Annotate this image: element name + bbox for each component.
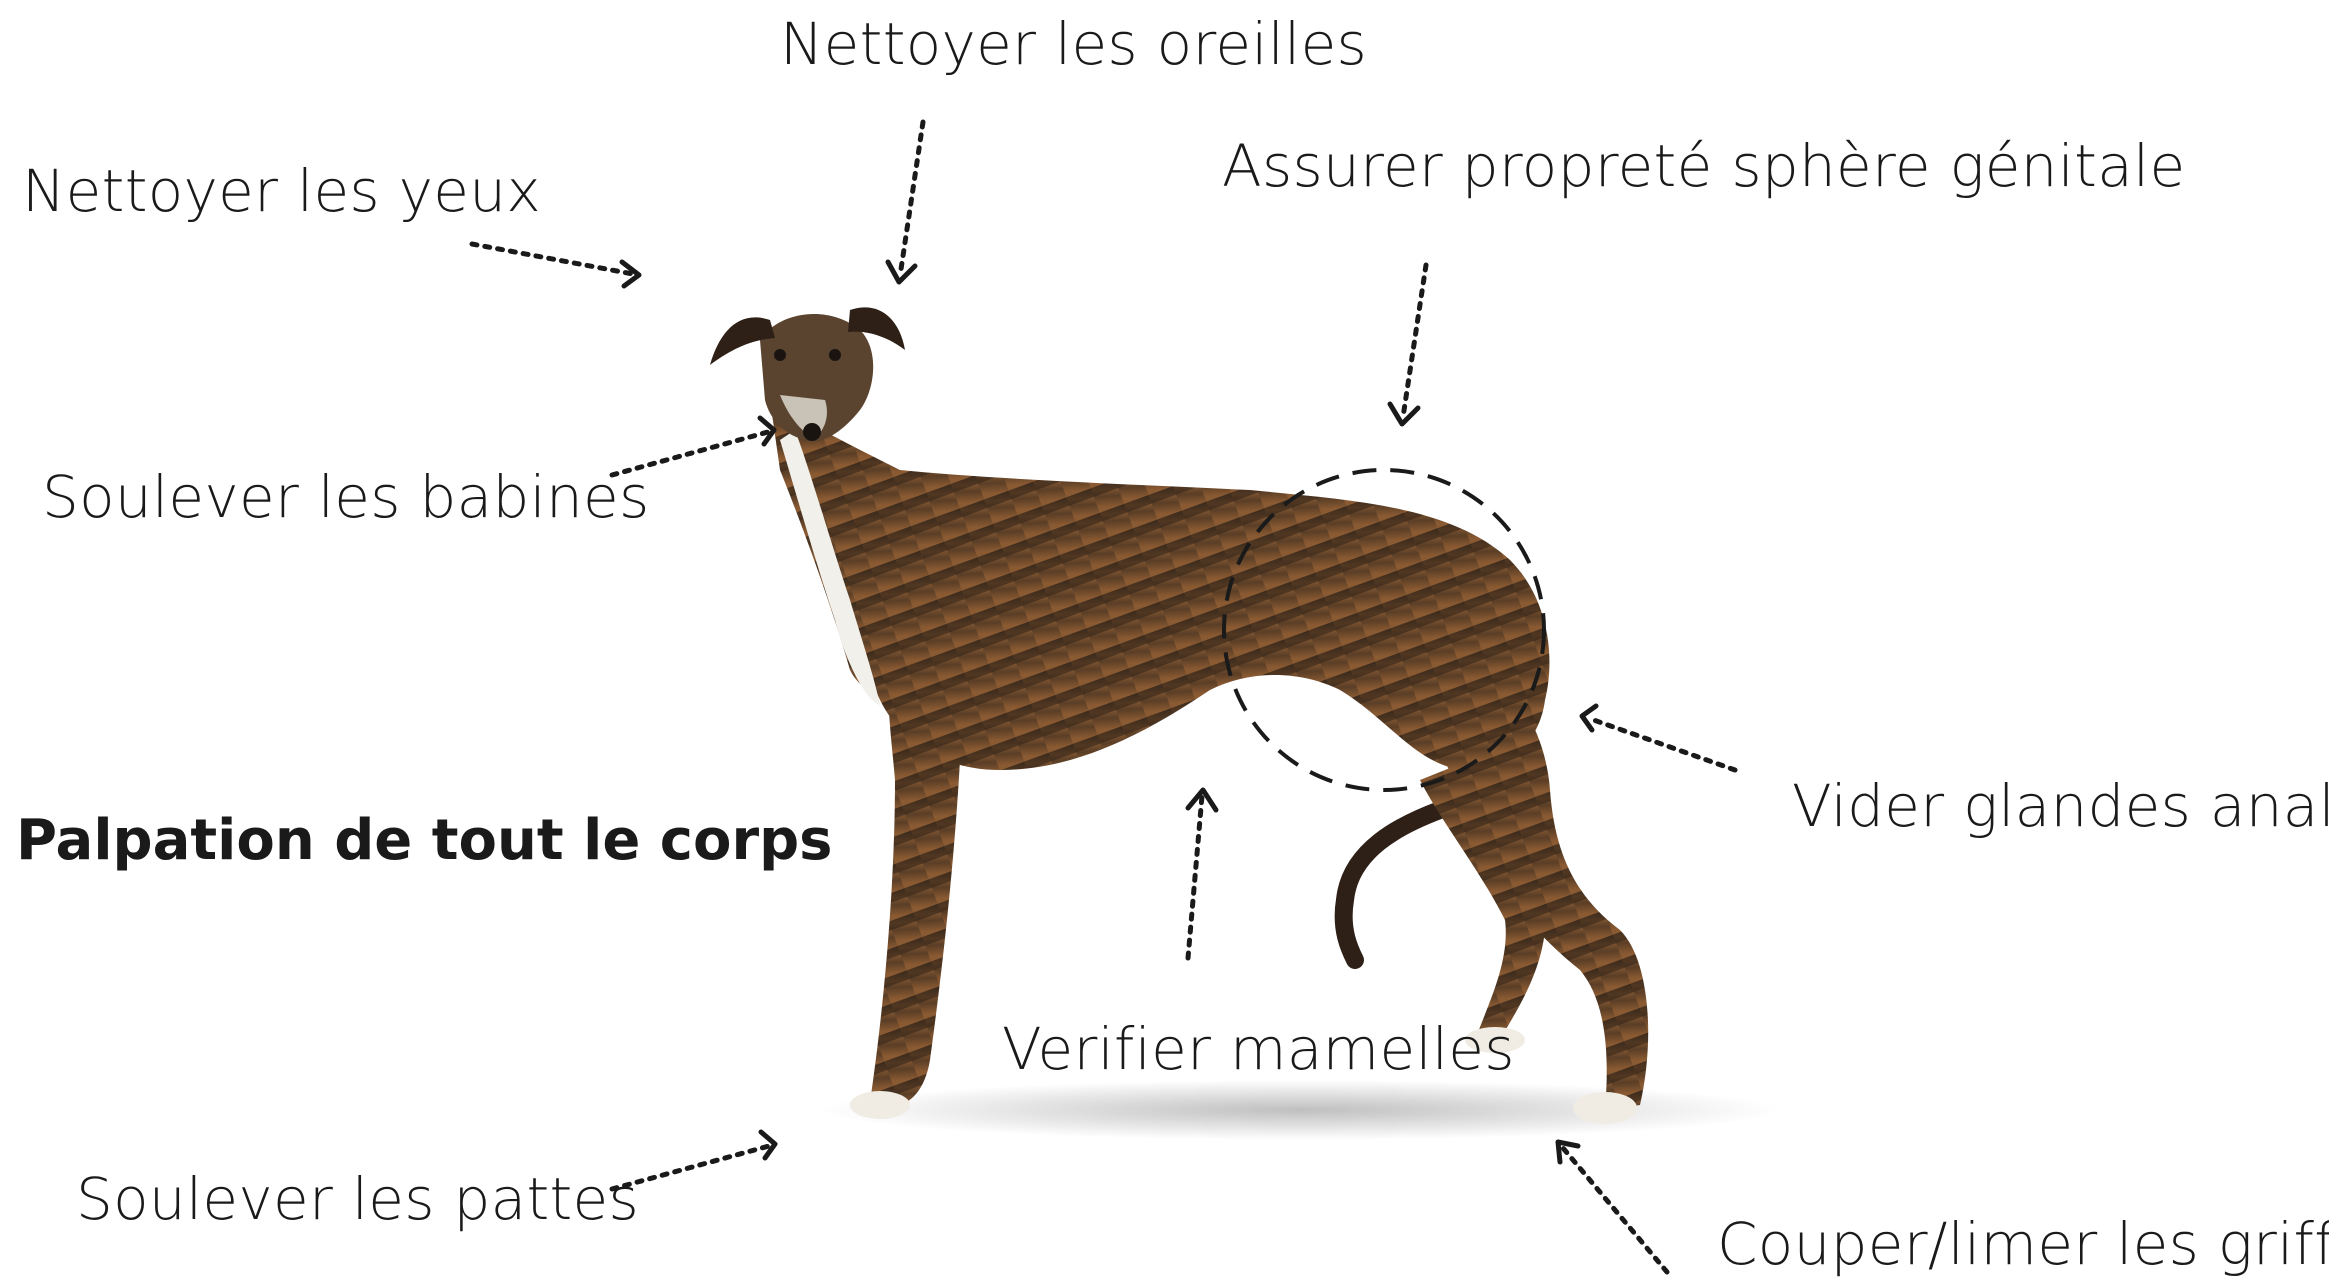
label-genital-hygiene: Assurer propreté sphère génitale: [1222, 137, 2185, 195]
dog-hind-paw: [1573, 1092, 1637, 1124]
label-clean-ears: Nettoyer les oreilles: [780, 15, 1367, 73]
dog-near-front-leg: [870, 640, 961, 1105]
arrow-claws: [1558, 1142, 1667, 1272]
label-trim-claws: Couper/limer les griffes: [1717, 1215, 2329, 1273]
dog-tail: [1344, 810, 1440, 960]
dog-nose: [803, 423, 821, 441]
arrow-mammary: [1188, 790, 1216, 958]
arrow-ears: [888, 122, 923, 282]
arrow-genital: [1390, 265, 1426, 424]
arrow-anal: [1582, 706, 1735, 770]
dog-eye-right: [829, 349, 841, 361]
label-lift-paws: Soulever les pattes: [76, 1170, 639, 1228]
dog-front-paw: [850, 1091, 910, 1119]
arrow-eyes: [472, 244, 639, 286]
label-body-palpation: Palpation de tout le corps: [16, 813, 833, 869]
label-anal-glands: Vider glandes anales: [1792, 777, 2329, 835]
label-check-mammary: Verifier mamelles: [1002, 1020, 1515, 1078]
dog-eye-left: [774, 349, 786, 361]
label-clean-eyes: Nettoyer les yeux: [22, 162, 541, 220]
label-lift-lips: Soulever les babines: [42, 468, 650, 526]
